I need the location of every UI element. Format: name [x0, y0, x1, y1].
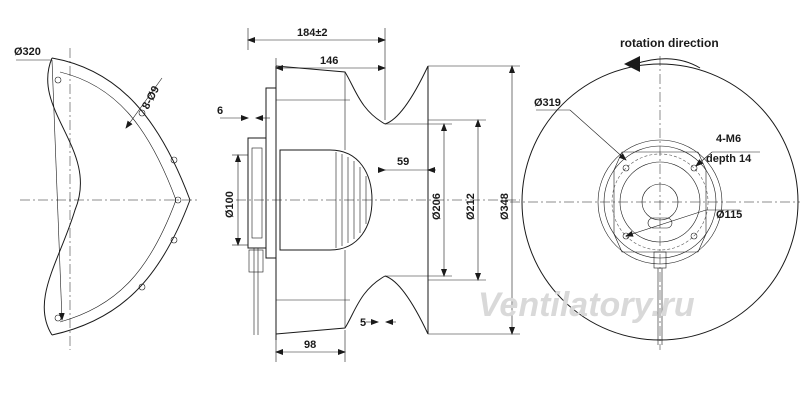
ring-inner-edge	[43, 57, 81, 336]
inlet-cone-bottom	[384, 275, 429, 335]
inlet-ring-view: Ø320 8-Ø9	[14, 46, 200, 350]
dim-dia-348: Ø348	[499, 193, 511, 220]
holes-leader	[125, 77, 163, 129]
dim-dia-100: Ø100	[224, 191, 236, 218]
inlet-cone-top	[384, 65, 429, 125]
motor-flange-inner	[251, 147, 263, 239]
front-cable-gland	[653, 251, 667, 269]
rotation-arrow-arc	[629, 58, 701, 69]
motor-housing	[613, 151, 707, 253]
motor-flange	[247, 137, 267, 249]
ring-outer-edge	[51, 57, 191, 336]
bolt-hole	[54, 314, 62, 322]
dia319-leader	[569, 109, 627, 161]
dim-184: 184±2	[297, 27, 328, 39]
dim-59: 59	[397, 156, 409, 168]
dim-5: 5	[360, 317, 366, 329]
thread-depth: depth 14	[706, 153, 752, 165]
dim-dia-115: Ø115	[716, 209, 742, 221]
backplate	[265, 87, 277, 259]
mount-hole	[622, 164, 630, 172]
blade-top	[275, 65, 386, 125]
dia320-leader	[51, 59, 65, 321]
mount-hole	[690, 232, 698, 240]
bolt-hole	[170, 156, 178, 164]
rotation-direction-label: rotation direction	[620, 36, 719, 50]
m6-leader	[695, 151, 713, 167]
dia115-leader	[625, 209, 707, 237]
blade-bottom	[275, 275, 386, 335]
front-view: rotation direction Ø319 4-M6 depth 14 Ø1…	[510, 36, 800, 350]
bolt-hole	[138, 109, 146, 117]
cable-gland	[248, 249, 264, 273]
watermark: Ventilatory.ru	[478, 286, 695, 324]
mount-hole	[690, 164, 698, 172]
bolt-circle-line	[59, 71, 177, 323]
bolt-hole	[170, 236, 178, 244]
side-view: 184±2 146 6	[217, 27, 520, 362]
bolt-hole	[138, 283, 146, 291]
dim-dia-212: Ø212	[465, 193, 477, 220]
dim-146: 146	[320, 55, 338, 67]
bolt-hole	[174, 196, 182, 204]
dim-6: 6	[217, 105, 223, 117]
dim-holes-8-dia-9: 8-Ø9	[140, 84, 162, 111]
dim-dia-319: Ø319	[534, 97, 561, 109]
dim-dia-206: Ø206	[431, 193, 443, 220]
dim-dia-320: Ø320	[14, 46, 41, 58]
thread-4-m6: 4-M6	[716, 133, 741, 145]
bolt-hole	[54, 76, 62, 84]
dim-98: 98	[304, 339, 316, 351]
rotation-arrow-icon	[624, 56, 640, 72]
